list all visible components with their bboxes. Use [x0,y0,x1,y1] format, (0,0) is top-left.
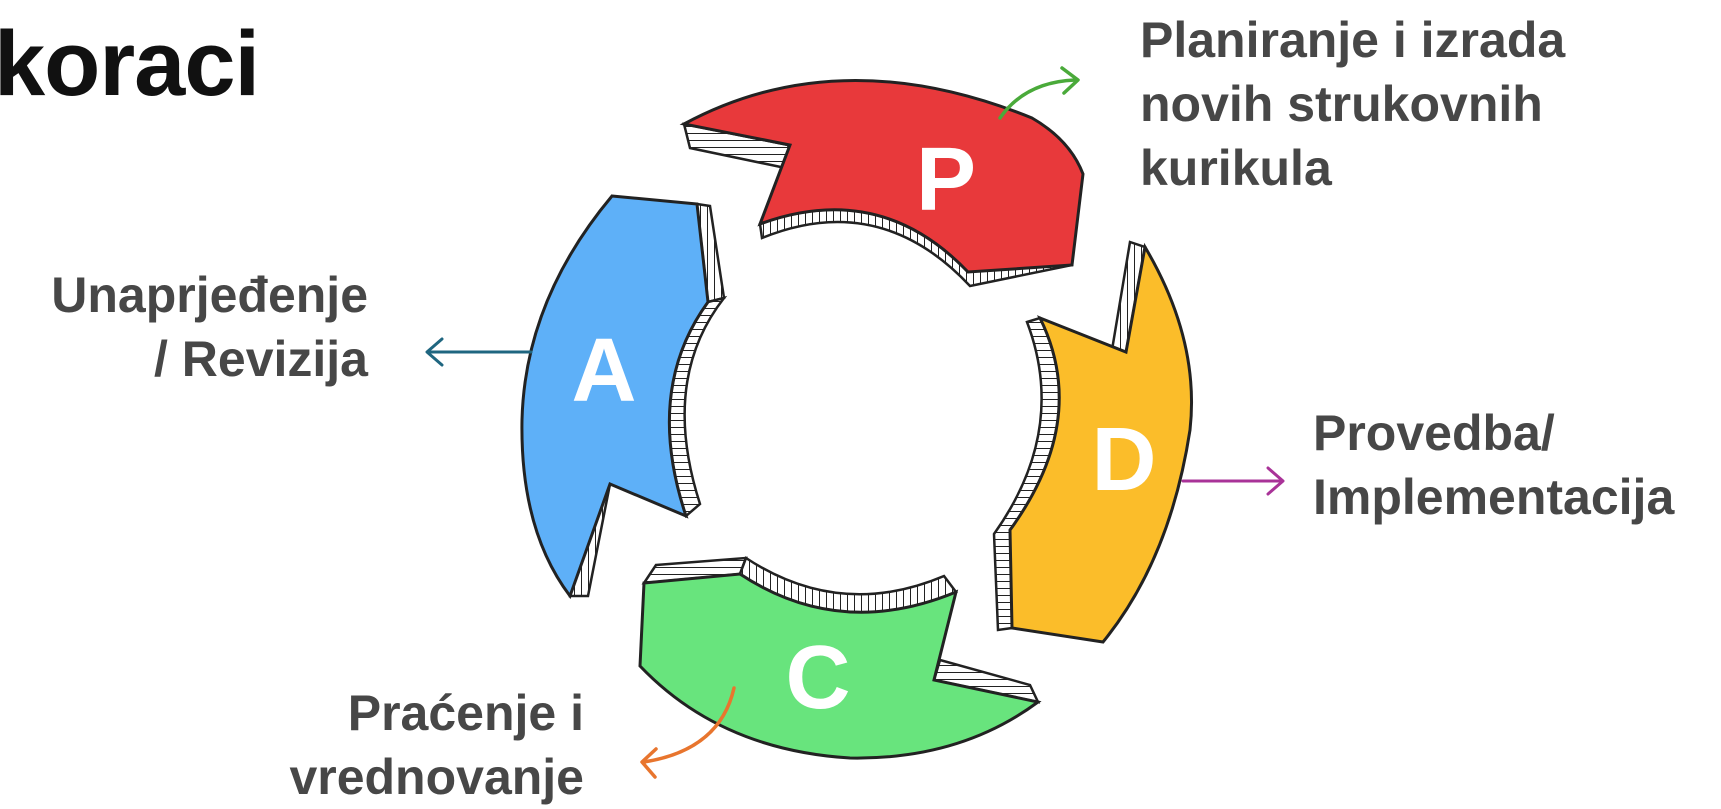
label-act-line: Unaprjeđenje [51,267,368,323]
label-do-line: Implementacija [1313,469,1675,525]
arrow-act [425,337,533,367]
label-act-line: / Revizija [154,331,368,387]
arrow-do [1181,466,1285,496]
segment-check-shape [638,572,1042,760]
label-plan-line: novih strukovnih [1140,76,1543,132]
label-plan: Planiranje i izrada novih strukovnih kur… [1140,8,1565,200]
arrow-check [640,686,736,779]
segment-do-shape [1008,242,1194,644]
segment-check-letter: C [786,628,851,728]
segment-act-shape [520,194,710,600]
segment-plan-shape [679,79,1085,274]
segment-check: C [638,556,1042,760]
label-do-line: Provedba/ [1313,405,1555,461]
label-act: Unaprjeđenje / Revizija [0,263,368,391]
label-plan-line: kurikula [1140,140,1332,196]
label-do: Provedba/ Implementacija [1313,401,1674,529]
segment-plan: P [679,79,1085,288]
page-title: koraci [0,13,260,115]
arrow-plan [998,66,1080,120]
segment-act: A [520,194,728,600]
label-check-line: vrednovanje [289,749,584,805]
segment-do-letter: D [1092,410,1157,510]
label-check-line: Praćenje i [347,685,584,741]
segment-do: D [992,240,1194,644]
segment-act-letter: A [572,321,637,421]
label-plan-line: Planiranje i izrada [1140,12,1566,68]
label-check: Praćenje i vrednovanje [200,681,584,809]
segment-plan-letter: P [916,130,976,230]
